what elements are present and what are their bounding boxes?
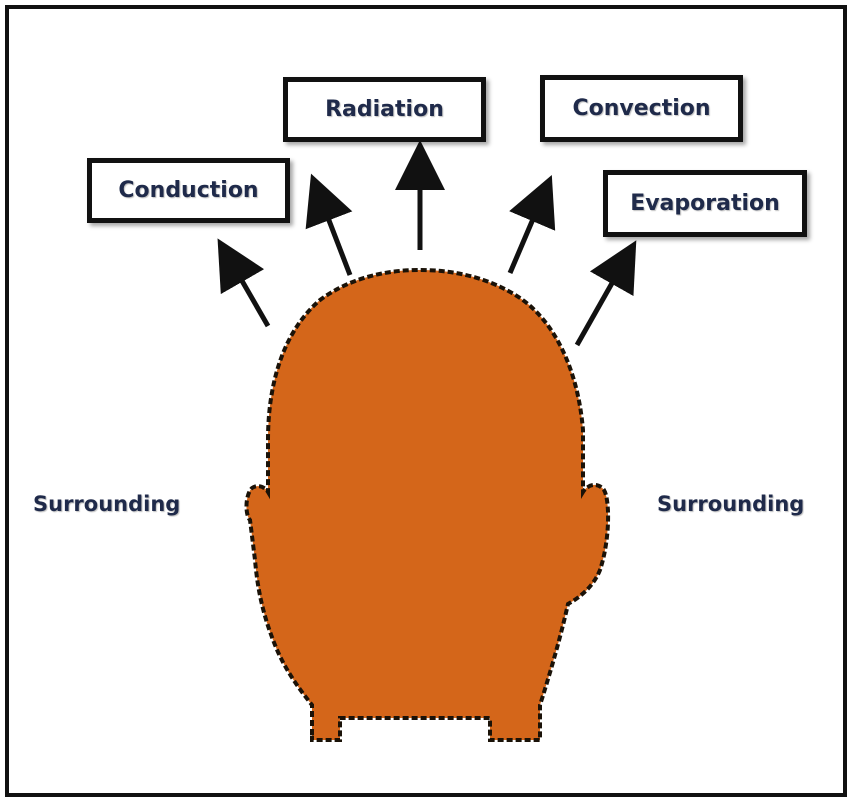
radiation-label: Radiation xyxy=(325,97,444,122)
arrow-radiation-left xyxy=(320,197,350,275)
conduction-label: Conduction xyxy=(118,178,258,203)
surrounding-right-label: Surrounding xyxy=(657,492,804,516)
convection-label: Convection xyxy=(572,96,710,121)
conduction-label-box: Conduction xyxy=(87,158,290,223)
arrow-conduction xyxy=(230,260,268,326)
arrow-evaporation xyxy=(577,262,624,345)
surrounding-left-label: Surrounding xyxy=(33,492,180,516)
evaporation-label: Evaporation xyxy=(630,191,780,216)
convection-label-box: Convection xyxy=(540,75,743,142)
head-silhouette xyxy=(246,270,608,740)
evaporation-label-box: Evaporation xyxy=(603,170,807,237)
arrow-convection xyxy=(510,198,542,273)
radiation-label-box: Radiation xyxy=(283,77,486,142)
